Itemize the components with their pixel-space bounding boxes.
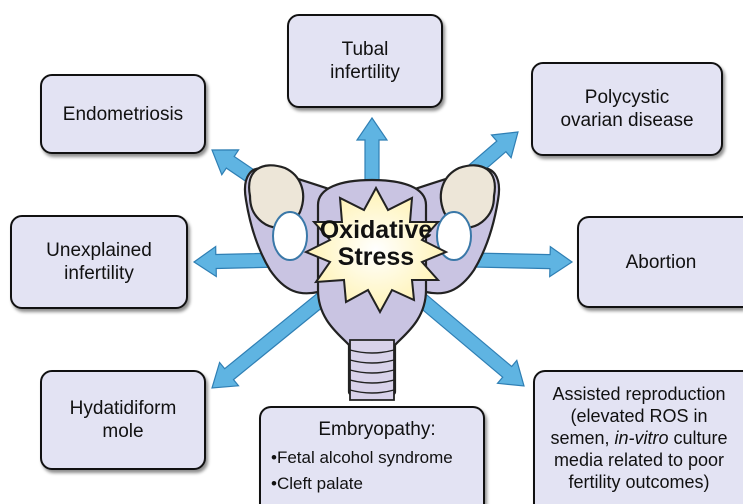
tubal-line1: Tubal (342, 38, 389, 61)
embryopathy-heading: Embryopathy: (318, 418, 435, 441)
embryopathy-item-1: Fetal alcohol syndrome (271, 445, 453, 471)
box-polycystic-ovarian-disease: Polycystic ovarian disease (531, 62, 723, 156)
assisted-line1: Assisted reproduction (552, 383, 725, 405)
hydatidiform-line2: mole (102, 420, 143, 443)
assisted-line5: fertility outcomes) (568, 471, 709, 493)
unexplained-line1: Unexplained (46, 239, 152, 262)
polycystic-line1: Polycystic (585, 86, 669, 109)
box-unexplained-infertility: Unexplained infertility (10, 215, 188, 309)
endometriosis-line1: Endometriosis (63, 103, 183, 126)
box-assisted-reproduction: Assisted reproduction (elevated ROS in s… (533, 370, 743, 504)
assisted-line2: (elevated ROS in (570, 405, 707, 427)
box-abortion: Abortion (577, 216, 743, 308)
assisted-line4: media related to poor (554, 449, 724, 471)
abortion-line1: Abortion (626, 251, 697, 274)
center-label-line1: Oxidative (296, 217, 456, 244)
assisted-line3: semen, in-vitro culture (550, 427, 727, 449)
assisted-line3-post: culture (669, 428, 728, 448)
polycystic-line2: ovarian disease (560, 109, 693, 132)
box-hydatidiform-mole: Hydatidiform mole (40, 370, 206, 470)
center-label-line2: Stress (296, 244, 456, 271)
assisted-line3-pre: semen, (550, 428, 614, 448)
unexplained-line2: infertility (64, 262, 134, 285)
hydatidiform-line1: Hydatidiform (70, 397, 177, 420)
assisted-line3-em: in-vitro (614, 428, 668, 448)
center-label: Oxidative Stress (296, 217, 456, 271)
tubal-line2: infertility (330, 61, 400, 84)
embryopathy-item-2: Cleft palate (271, 471, 363, 497)
box-tubal-infertility: Tubal infertility (287, 14, 443, 108)
box-endometriosis: Endometriosis (40, 74, 206, 154)
box-embryopathy: Embryopathy: Fetal alcohol syndrome Clef… (259, 406, 485, 504)
